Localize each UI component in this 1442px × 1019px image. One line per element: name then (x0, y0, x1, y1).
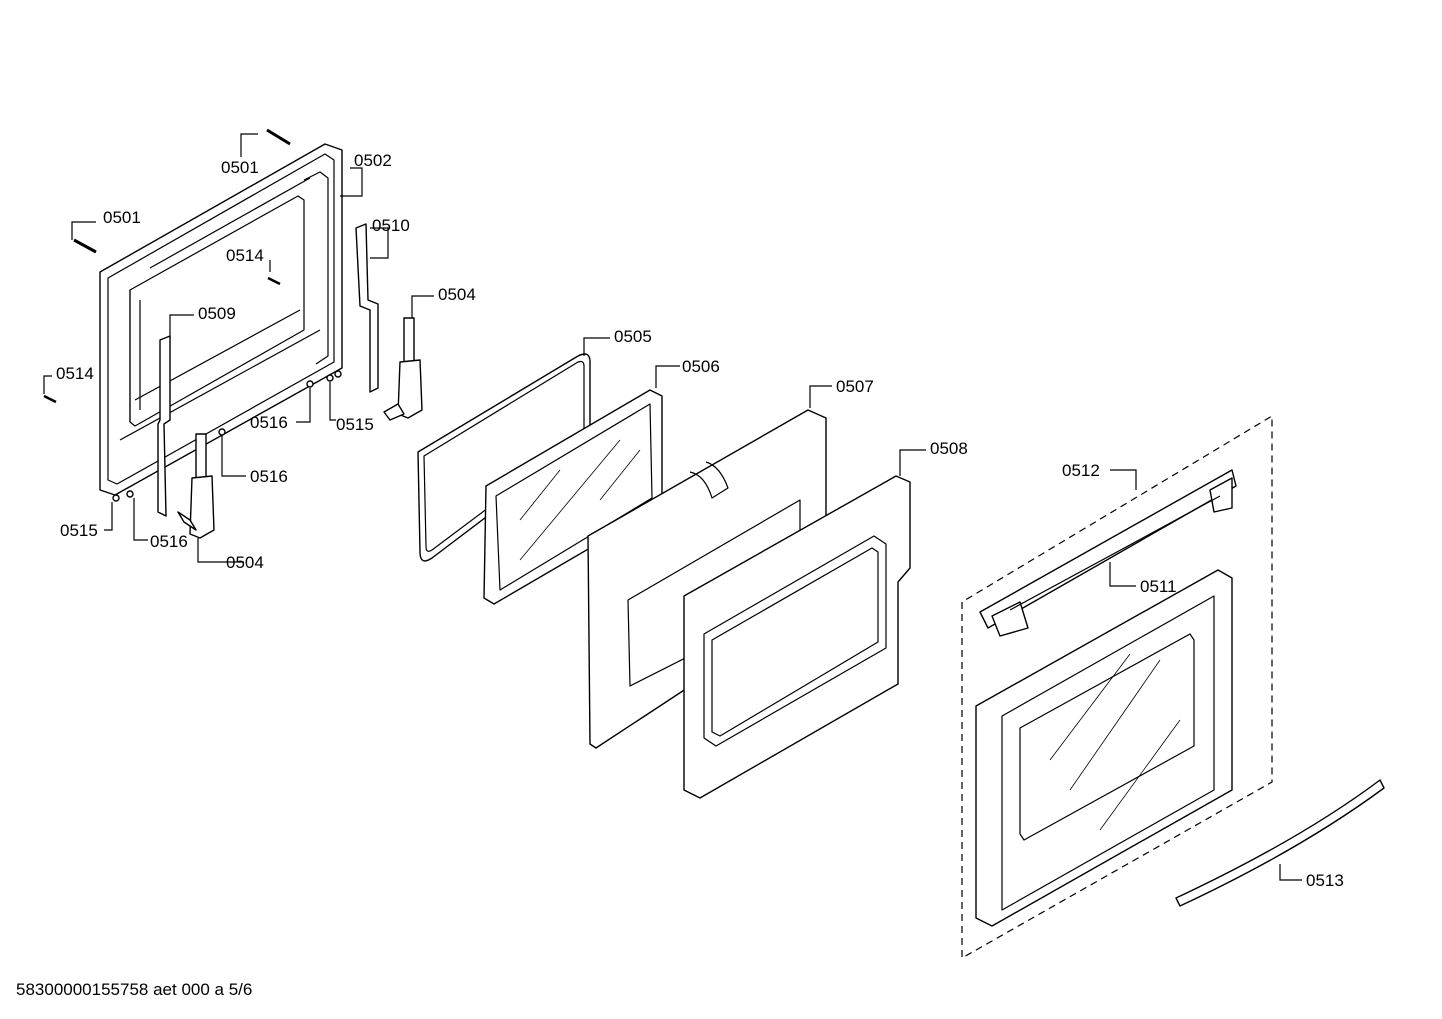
callout-label: 0510 (372, 216, 410, 235)
callout-label: 0513 (1306, 871, 1344, 890)
callout-label: 0511 (1140, 577, 1177, 596)
side-bracket-part (355, 223, 379, 393)
callout-label: 0515 (336, 415, 374, 434)
side-bracket-part (157, 335, 171, 517)
callout-label: 0504 (226, 553, 264, 572)
callout-label: 0506 (682, 357, 720, 376)
outer-frame-part (683, 475, 911, 799)
handle-part (1175, 779, 1385, 907)
callout-label: 0509 (198, 304, 236, 323)
assembly-boundary (961, 414, 1273, 960)
callout-label: 0515 (60, 521, 98, 540)
callout-label: 0512 (1062, 461, 1100, 480)
callout-label: 0501 (103, 208, 141, 227)
document-footer: 58300000155758 aet 000 a 5/6 (16, 980, 253, 999)
callout-label: 0516 (150, 532, 188, 551)
hinge-part (177, 317, 423, 539)
callout-label: 0501 (221, 158, 259, 177)
callout-label: 0507 (836, 377, 874, 396)
callout-label: 0516 (250, 413, 288, 432)
callout-label: 0508 (930, 439, 968, 458)
pin-part (73, 128, 291, 254)
callout-label: 0514 (226, 246, 264, 265)
leader-lines (43, 133, 1302, 881)
outer-door-part (975, 569, 1233, 927)
callout-label: 0502 (354, 151, 392, 170)
screw-parts (43, 276, 342, 502)
top-rail-part (979, 469, 1237, 637)
callout-label: 0514 (56, 364, 94, 383)
callout-label: 0505 (614, 327, 652, 346)
callout-label: 0504 (438, 285, 476, 304)
callout-label: 0516 (250, 467, 288, 486)
